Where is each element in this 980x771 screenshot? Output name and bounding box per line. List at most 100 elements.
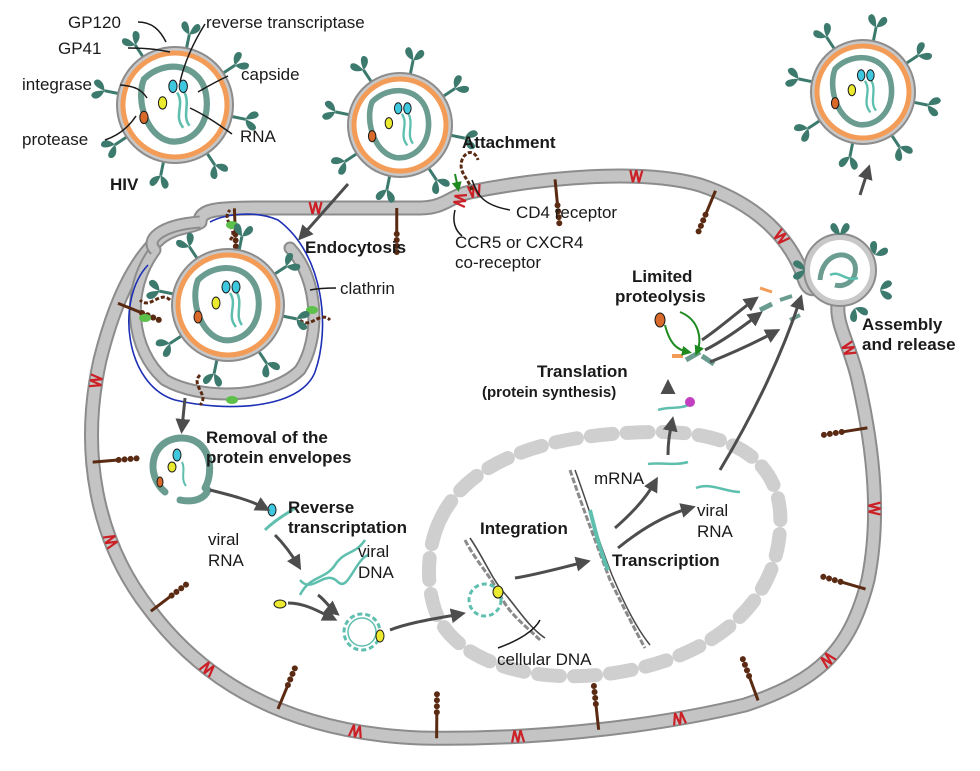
cd4-receptor bbox=[553, 179, 563, 227]
ccr5-coreceptor bbox=[453, 194, 468, 208]
gp120-spike bbox=[375, 189, 395, 203]
gp41-stalk bbox=[114, 135, 128, 147]
label-clathrin: clathrin bbox=[340, 279, 395, 298]
label-assembly-2: and release bbox=[862, 335, 956, 354]
viral-rna bbox=[175, 91, 185, 129]
gp41-stalk bbox=[362, 69, 373, 83]
gp41-stalk bbox=[212, 359, 219, 374]
integrase-dot bbox=[273, 599, 287, 609]
protease-enzyme bbox=[139, 110, 149, 125]
protease-enzyme bbox=[193, 310, 203, 324]
gp120-spike bbox=[405, 47, 425, 61]
label-viral-dna-2: DNA bbox=[358, 563, 395, 582]
cd4-receptor bbox=[225, 208, 235, 242]
label-viral-rna-a-1: viral bbox=[208, 530, 239, 549]
gp120-spike bbox=[916, 42, 932, 60]
gp41-stalk bbox=[104, 89, 119, 95]
cd4-receptor bbox=[739, 656, 760, 701]
label-capside: capside bbox=[241, 65, 300, 84]
cd4-receptor bbox=[92, 455, 140, 464]
gp41-stalk bbox=[825, 36, 836, 50]
reverse-transcriptase-enzyme bbox=[403, 102, 412, 115]
ccr5-coreceptor bbox=[102, 534, 119, 550]
integrase-enzyme bbox=[384, 117, 394, 130]
gp120-spike bbox=[850, 307, 868, 322]
ccr5-coreceptor bbox=[868, 501, 881, 516]
gp120-spike bbox=[122, 31, 140, 47]
gp41-stalk bbox=[442, 87, 456, 98]
gp120-spike bbox=[813, 23, 831, 39]
label-endocytosis: Endocytosis bbox=[305, 238, 406, 257]
reverse-transcriptase-enzyme bbox=[178, 79, 188, 94]
protease-enzyme bbox=[367, 130, 377, 143]
ccr5-coreceptor bbox=[511, 729, 526, 743]
gp120-spike bbox=[234, 223, 254, 237]
gp120-spike bbox=[245, 111, 259, 131]
adaptor-protein bbox=[306, 306, 318, 314]
gp41-stalk bbox=[273, 265, 288, 276]
capsid bbox=[817, 252, 858, 289]
adaptor-protein bbox=[139, 314, 151, 322]
gp120-spike bbox=[331, 157, 347, 175]
cd4-receptor bbox=[820, 573, 866, 591]
gp120-spike bbox=[285, 253, 301, 271]
viral-rna bbox=[406, 111, 414, 145]
protease-enzyme bbox=[830, 97, 840, 110]
gp120-spike bbox=[181, 21, 201, 35]
gp120-spike bbox=[868, 14, 888, 28]
virion-hiv-reference bbox=[91, 21, 259, 189]
label-mrna: mRNA bbox=[594, 469, 645, 488]
label-cd4-receptor: CD4 receptor bbox=[516, 203, 617, 222]
gp120-spike bbox=[176, 232, 194, 248]
gp41-stalk bbox=[188, 245, 199, 260]
label-removal-1: Removal of the bbox=[206, 428, 328, 447]
nucleus-envelope bbox=[421, 424, 788, 684]
gp120-spike bbox=[838, 156, 858, 170]
gp41-stalk bbox=[408, 60, 415, 75]
cellular-dna bbox=[463, 537, 546, 642]
gp41-stalk bbox=[185, 34, 191, 49]
clathrin-coat bbox=[128, 213, 324, 408]
label-reverse-tx-1: Reverse bbox=[288, 498, 354, 517]
gp120-spike bbox=[155, 339, 171, 357]
cd4-receptor bbox=[393, 208, 400, 255]
label-cellular-dna: cellular DNA bbox=[497, 650, 592, 669]
gp120-spike bbox=[793, 260, 805, 280]
integrase-enzyme bbox=[847, 84, 857, 97]
cd4-receptor bbox=[195, 373, 205, 407]
label-reverse-tx-2: transcriptation bbox=[288, 518, 407, 537]
reverse-transcriptase-enzyme bbox=[168, 79, 178, 94]
reverse-transcriptase-enzyme bbox=[393, 102, 403, 115]
label-protease: protease bbox=[22, 130, 88, 149]
label-transcription: Transcription bbox=[612, 551, 720, 570]
integrase-enzyme bbox=[211, 296, 221, 310]
gp120-spike bbox=[794, 124, 810, 142]
reverse-transcriptase-enzyme bbox=[866, 69, 875, 82]
label-viral-rna-b-1: viral bbox=[697, 501, 728, 520]
viral-rna-strand bbox=[695, 484, 741, 494]
leader-lines bbox=[104, 21, 541, 649]
cd4-receptor bbox=[433, 691, 440, 739]
label-integration: Integration bbox=[480, 519, 568, 538]
circular-viral-dna bbox=[342, 612, 385, 652]
gp41-stalk bbox=[427, 167, 438, 181]
gp120-spike bbox=[101, 140, 117, 158]
gp120-spike bbox=[91, 79, 105, 99]
label-hiv: HIV bbox=[110, 175, 139, 194]
gp41-stalk bbox=[282, 314, 297, 321]
label-gp41: GP41 bbox=[58, 39, 101, 58]
viral-rna bbox=[182, 89, 191, 127]
gp120-spike bbox=[785, 67, 799, 87]
gp41-stalk bbox=[222, 63, 236, 75]
cd4-receptor bbox=[138, 295, 172, 305]
gp120-spike bbox=[149, 175, 169, 189]
gp41-stalk bbox=[871, 27, 878, 42]
reverse-transcriptase-enzyme bbox=[856, 69, 866, 82]
gp120-spike bbox=[895, 145, 913, 161]
mrna-strand bbox=[647, 460, 689, 466]
gp41-stalk bbox=[335, 110, 350, 117]
gp120-spike bbox=[262, 362, 280, 378]
label-translation-1: Translation bbox=[537, 362, 628, 381]
integrated-viral-dna bbox=[467, 582, 504, 618]
